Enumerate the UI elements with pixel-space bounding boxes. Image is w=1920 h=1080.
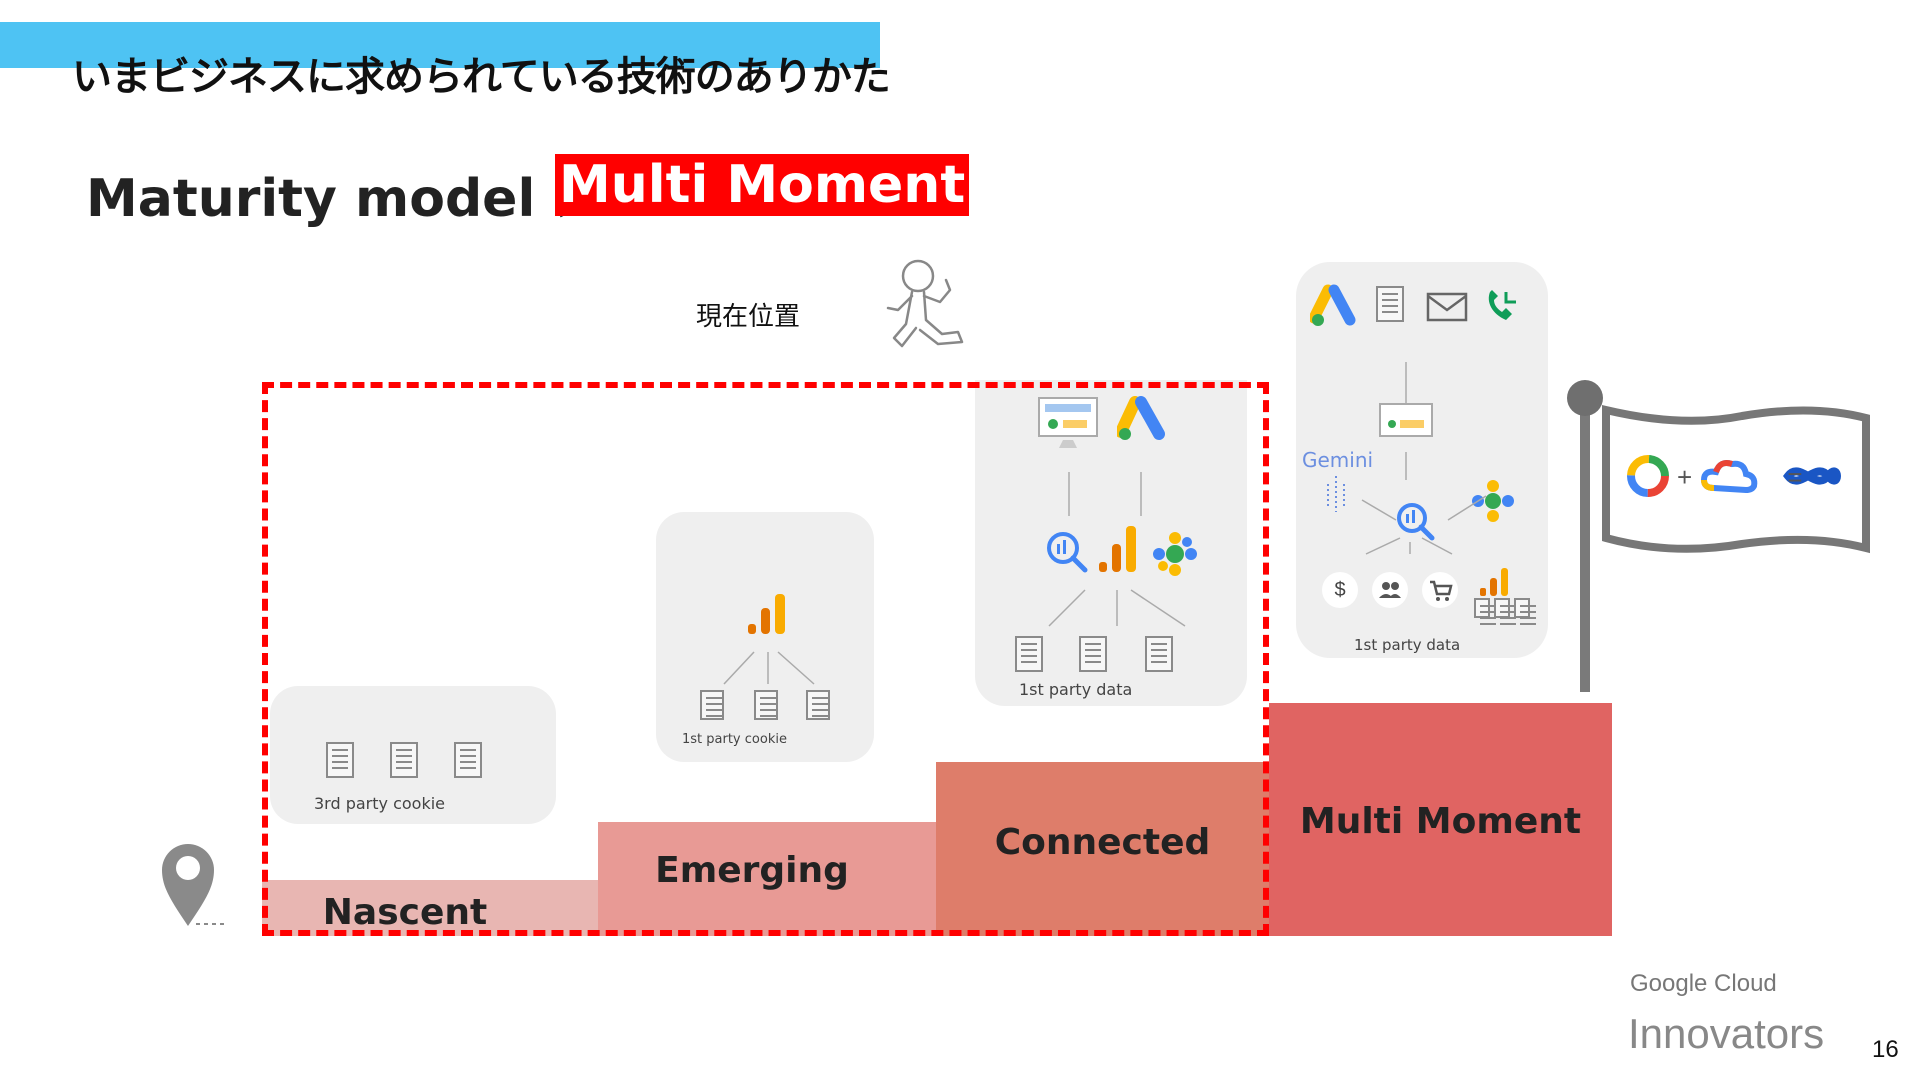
document-icon [326,742,354,778]
step-nascent: Nascent [262,880,598,936]
slide-heading: いまビジネスに求められている技術のありかた [72,54,891,100]
gemini-label: Gemini [1302,448,1374,472]
looker-icon [1472,480,1514,522]
dollar-icon: $ [1322,572,1358,608]
step-multi-moment-label: Multi Moment [1299,801,1582,842]
location-pin-icon [162,844,228,926]
page-number: 16 [1872,1036,1899,1063]
step-connected: Connected [936,762,1269,936]
connected-panel-label: 1st party data [1019,680,1133,699]
nascent-panel: 3rd party cookie [270,686,556,824]
step-emerging-label: Emerging [655,850,849,891]
arrows-graphic [1405,452,1407,480]
phone-icon [1488,290,1516,320]
arrows-graphic [1361,495,1487,555]
flag-equation: + = [1677,462,1847,492]
step-nascent-label: Nascent [322,892,488,933]
subtitle-prefix: Maturity model ＞ [86,169,606,229]
analytics-icon [1480,568,1508,596]
goal-flag-icon [1567,380,1870,692]
document-icon [1376,286,1404,322]
arrows-graphic [1405,362,1407,406]
bigquery-icon [1397,503,1435,541]
gemini-sparkle-icon [1327,476,1345,512]
document-icon [806,690,830,720]
header-accent-bar [0,22,880,68]
arrows-graphic [723,651,815,685]
people-icon [1372,572,1408,608]
mail-icon [1426,292,1468,322]
document-icon [454,742,482,778]
document-icon [754,690,778,720]
multi-moment-panel: Gemini $ 1st party data [1296,262,1548,658]
subtitle-highlight: Multi Moment [555,154,970,216]
document-icon [390,742,418,778]
looker-icon [1153,532,1197,576]
current-position-label: 現在位置 [696,302,801,332]
monitor-icon [1379,403,1433,437]
bigquery-icon [1047,532,1088,573]
analytics-icon [1099,526,1136,572]
cart-icon [1422,572,1458,608]
arrows-graphic [1068,472,1142,516]
document-icon [1494,598,1516,618]
connected-panel: 1st party data [975,380,1247,706]
step-multi-moment: Multi Moment [1269,703,1612,936]
google-ads-icon [1117,396,1165,440]
multi-moment-panel-label: 1st party data [1354,636,1461,654]
arrows-graphic [1048,589,1186,627]
step-emerging: Emerging [598,822,936,936]
document-icon [1514,598,1536,618]
monitor-icon [1038,397,1098,448]
brand-innovators: Innovators [1628,1010,1825,1057]
document-icon [1145,636,1173,672]
document-icon [700,690,724,720]
nascent-panel-label: 3rd party cookie [314,794,446,813]
step-connected-label: Connected [994,822,1211,863]
current-scope-frame [262,382,1269,936]
document-icon [1015,636,1043,672]
emerging-panel: 1st party cookie [656,512,874,762]
analytics-icon [748,594,785,634]
brand-google-cloud: Google Cloud [1630,970,1777,997]
running-person-icon [886,259,964,348]
document-icon [1079,636,1107,672]
document-icon [1474,598,1496,618]
emerging-panel-label: 1st party cookie [682,732,787,747]
google-ads-icon [1310,284,1356,326]
